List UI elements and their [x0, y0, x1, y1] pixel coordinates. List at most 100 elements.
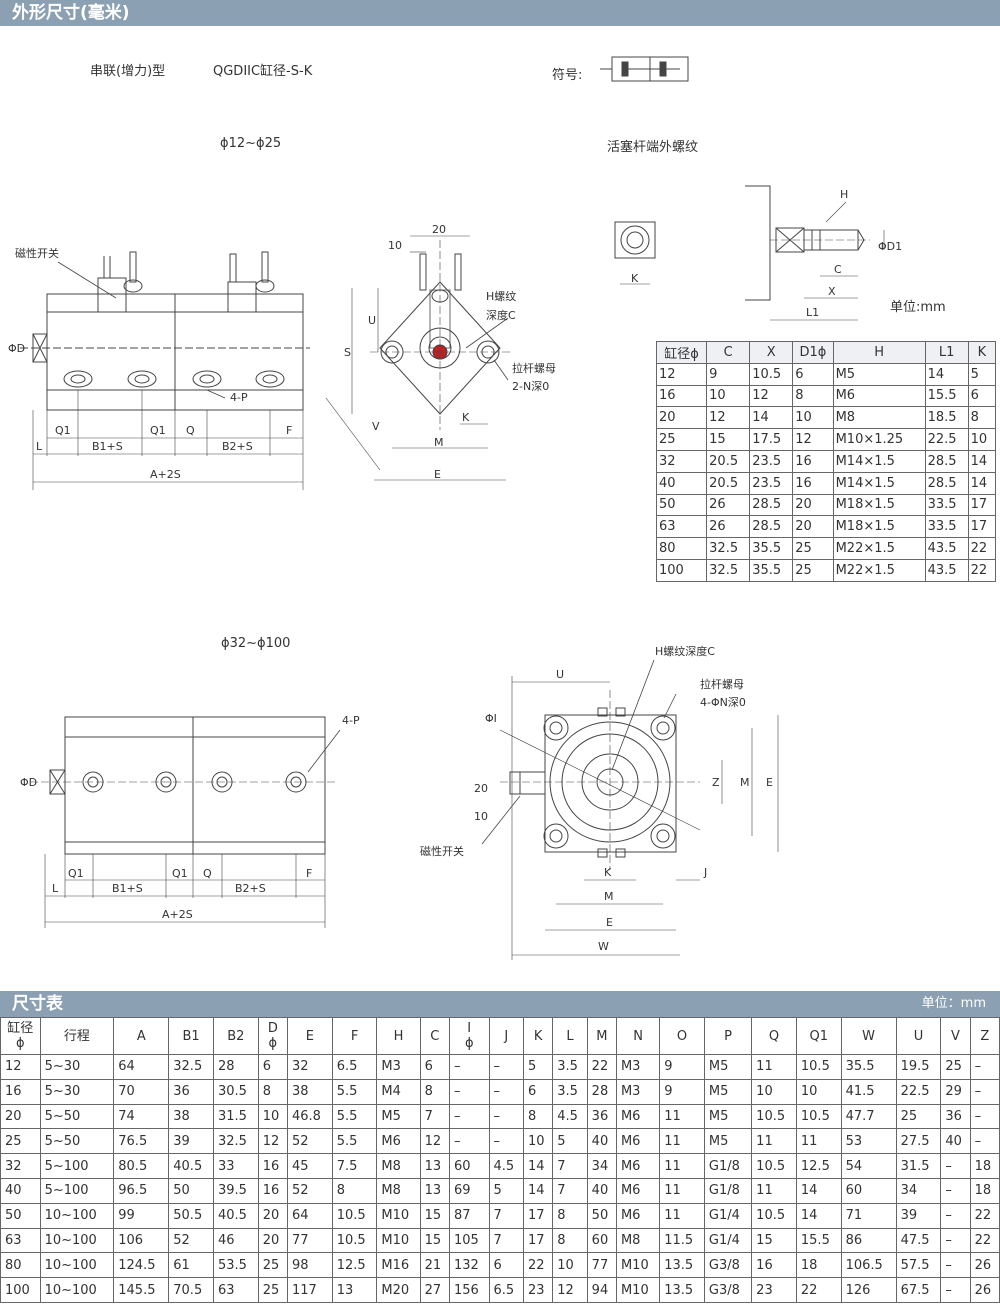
- table-cell: M5: [376, 1103, 421, 1130]
- table-cell: 5~50: [39, 1128, 115, 1155]
- label-H-rod: H: [840, 188, 848, 201]
- table-cell: 63: [212, 1277, 259, 1303]
- table-cell: M10: [615, 1277, 661, 1303]
- table-cell: 18: [969, 1153, 1000, 1179]
- table-cell: 26: [706, 493, 751, 517]
- table-cell: M20: [376, 1277, 421, 1303]
- table-cell: 33.5: [924, 515, 969, 539]
- table-cell: 12: [655, 362, 708, 386]
- label-W: W: [598, 940, 609, 953]
- table-cell: 98: [286, 1252, 333, 1279]
- label-4P-top: 4-P: [230, 391, 248, 404]
- model-code: QGDIIC缸径-S-K: [213, 64, 313, 79]
- table-cell: 5.5: [331, 1128, 378, 1155]
- table-cell: 12: [552, 1277, 588, 1303]
- label-10-bottom: 10: [474, 810, 488, 823]
- table-cell: 28: [212, 1054, 259, 1080]
- unit-note: 单位:mm: [890, 300, 946, 315]
- table-cell: 11: [659, 1128, 705, 1155]
- table-cell: 9: [659, 1078, 705, 1105]
- table-cell: 20.5: [706, 449, 751, 473]
- rod-thread-title: 活塞杆端外螺纹: [607, 140, 699, 155]
- table-cell: 100: [655, 558, 708, 582]
- header-cell: 缸径ϕ: [655, 341, 708, 364]
- table-cell: 36: [586, 1103, 617, 1130]
- table-cell: 11: [659, 1177, 705, 1204]
- table-cell: 13.5: [659, 1277, 705, 1303]
- label-Q1-b: Q1: [150, 424, 166, 437]
- table-cell: 32: [286, 1054, 333, 1080]
- table-cell: 10.5: [331, 1202, 378, 1229]
- table-cell: 6: [792, 362, 834, 386]
- table-cell: 70: [113, 1078, 170, 1105]
- label-2N: 2-N深0: [512, 380, 549, 393]
- label-Q-bottom: Q: [203, 867, 212, 880]
- table-cell: 36: [168, 1078, 214, 1105]
- table-cell: 80: [0, 1252, 41, 1279]
- table-cell: 6.5: [488, 1277, 524, 1303]
- table-cell: –: [969, 1103, 1000, 1130]
- header-cell: C: [419, 1017, 450, 1055]
- table-cell: M5: [703, 1054, 753, 1080]
- table-cell: 27.5: [895, 1128, 942, 1155]
- table-cell: 53.5: [212, 1252, 259, 1279]
- table-cell: 20: [655, 406, 708, 430]
- label-Q1-a: Q1: [55, 424, 71, 437]
- table-cell: 40: [0, 1177, 41, 1204]
- table-cell: 12.5: [331, 1252, 378, 1279]
- table-cell: 8: [552, 1202, 588, 1229]
- table-cell: M6: [615, 1103, 661, 1130]
- table-cell: 10~100: [39, 1252, 115, 1279]
- table-cell: –: [488, 1054, 524, 1080]
- table-cell: 100: [0, 1277, 41, 1303]
- table-cell: 21: [419, 1252, 450, 1279]
- table-cell: 10: [706, 384, 751, 408]
- table-cell: 39.5: [212, 1177, 259, 1204]
- table-cell: 32.5: [706, 537, 751, 560]
- table-cell: 4.5: [552, 1103, 588, 1130]
- table-cell: 52: [286, 1177, 333, 1204]
- table-cell: 9: [659, 1054, 705, 1080]
- table-cell: 50: [655, 493, 708, 517]
- table-cell: 35.5: [749, 537, 794, 560]
- label-Q-top: Q: [186, 424, 195, 437]
- symbol-label: 符号:: [552, 68, 583, 83]
- table-cell: 10: [792, 406, 834, 430]
- table-cell: –: [448, 1103, 490, 1130]
- table-cell: 80: [655, 537, 708, 560]
- table-cell: 39: [895, 1202, 942, 1229]
- table-cell: 47.5: [895, 1227, 942, 1254]
- table-cell: 10~100: [39, 1202, 115, 1229]
- table-cell: 5~30: [39, 1054, 115, 1080]
- table-cell: 12: [706, 406, 751, 430]
- table-cell: –: [488, 1103, 524, 1130]
- table-cell: 6: [522, 1078, 554, 1105]
- table-cell: 126: [840, 1277, 897, 1303]
- table-cell: 11: [751, 1128, 797, 1155]
- header-cell: I ϕ: [448, 1017, 490, 1055]
- table-cell: 5: [967, 362, 997, 386]
- table-cell: 33: [212, 1153, 259, 1179]
- table-cell: M18×1.5: [832, 493, 926, 517]
- label-phiD-top: ΦD: [8, 342, 25, 355]
- table-cell: M6: [615, 1202, 661, 1229]
- table-cell: 18: [795, 1252, 842, 1279]
- table-cell: 12.5: [795, 1153, 842, 1179]
- table-cell: M4: [376, 1078, 421, 1105]
- table-cell: 26: [706, 515, 751, 539]
- table-cell: 16: [751, 1252, 797, 1279]
- table-cell: 32.5: [168, 1054, 214, 1080]
- table-cell: 32.5: [212, 1128, 259, 1155]
- table-cell: 20: [792, 515, 834, 539]
- table-cell: 145.5: [113, 1277, 170, 1303]
- table-cell: 17: [967, 515, 997, 539]
- table-cell: 17.5: [749, 428, 794, 451]
- label-B2S-bottom: B2+S: [235, 882, 266, 895]
- table-cell: 40.5: [168, 1153, 214, 1179]
- table-cell: 32.5: [706, 558, 751, 582]
- table-cell: 16: [257, 1153, 288, 1179]
- table-cell: 10.5: [795, 1054, 842, 1080]
